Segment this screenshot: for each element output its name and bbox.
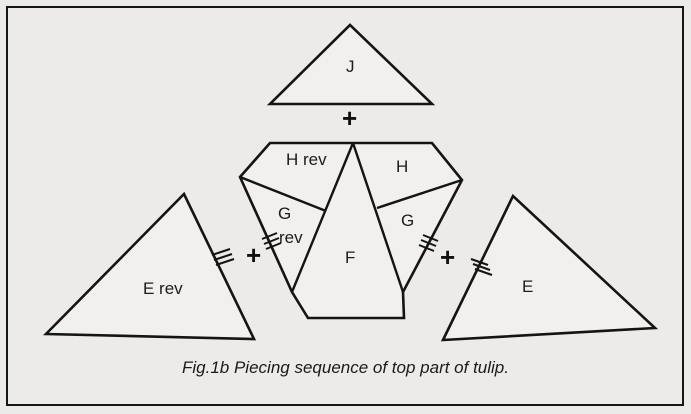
- label-h-rev: H rev: [286, 150, 327, 169]
- hatch-marks-g: [418, 234, 439, 252]
- seam-h: [376, 178, 463, 210]
- label-g-rev-line2: rev: [279, 228, 303, 247]
- hatch-marks-g-rev: [261, 232, 282, 250]
- seam-f-left: [290, 142, 355, 293]
- plus-top: +: [342, 103, 357, 133]
- seam-f-right: [351, 142, 405, 293]
- label-j: J: [346, 57, 355, 76]
- label-h: H: [396, 157, 408, 176]
- label-g: G: [401, 211, 414, 230]
- piece-e-rev: [42, 191, 257, 341]
- label-g-rev-line1: G: [278, 204, 291, 223]
- label-e-rev: E rev: [143, 279, 183, 298]
- plus-left: +: [246, 240, 261, 270]
- label-f: F: [345, 248, 355, 267]
- center-assembly: [238, 141, 464, 320]
- piece-e: [440, 193, 659, 342]
- figure-caption: Fig.1b Piecing sequence of top part of t…: [182, 358, 509, 377]
- piece-j: [266, 23, 436, 106]
- label-e: E: [522, 277, 533, 296]
- hatch-marks-e: [470, 258, 493, 276]
- plus-right: +: [440, 242, 455, 272]
- seam-h-rev: [239, 175, 327, 213]
- hatch-marks-e-rev: [211, 248, 235, 266]
